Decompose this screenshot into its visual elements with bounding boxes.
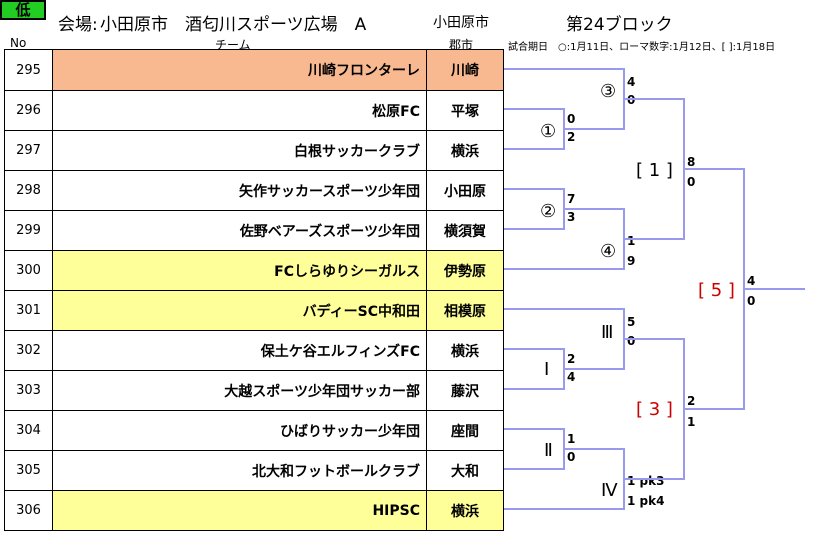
- team-name: ひばりサッカー少年団: [53, 411, 427, 450]
- team-district: 横浜: [427, 331, 503, 370]
- team-name: 川崎フロンターレ: [53, 50, 427, 90]
- team-district: 相模原: [427, 291, 503, 330]
- bracket-line-mII: [504, 428, 565, 470]
- team-number: 296: [5, 91, 53, 130]
- venue-name: 小田原市 酒匂川スポーツ広場 A: [100, 15, 367, 35]
- score-bottom-mIII: 0: [627, 334, 635, 348]
- score-top-s1: 8: [687, 155, 695, 169]
- column-header-team: チーム: [215, 38, 251, 52]
- bracket-line-mI: [504, 348, 565, 390]
- match-label-s5: [ 5 ]: [698, 280, 735, 301]
- block-title: 第24ブロック: [566, 15, 673, 35]
- venue-label: 会場:: [58, 15, 98, 35]
- team-district: 平塚: [427, 91, 503, 130]
- team-name: 白根サッカークラブ: [53, 131, 427, 170]
- column-header-no: No: [10, 36, 27, 50]
- score-top-m2: 7: [567, 192, 575, 206]
- team-number: 301: [5, 291, 53, 330]
- score-bottom-m2: 3: [567, 210, 575, 224]
- team-name: 松原FC: [53, 91, 427, 130]
- team-number: 300: [5, 251, 53, 290]
- score-bottom-mIV: 1 pk4: [627, 494, 664, 508]
- score-bottom-m4: 9: [627, 254, 635, 268]
- team-number: 306: [5, 491, 53, 530]
- score-top-m4: 1: [627, 234, 635, 248]
- team-district: 大和: [427, 451, 503, 490]
- team-district: 川崎: [427, 50, 503, 90]
- team-district: 座間: [427, 411, 503, 450]
- match-label-m3: ③: [600, 81, 616, 102]
- team-number: 297: [5, 131, 53, 170]
- team-number: 295: [5, 50, 53, 90]
- team-name: HIPSC: [53, 491, 427, 530]
- team-name: 矢作サッカースポーツ少年団: [53, 171, 427, 210]
- team-number: 299: [5, 211, 53, 250]
- match-label-s1: [ 1 ]: [636, 160, 673, 181]
- match-label-mI: Ⅰ: [544, 359, 549, 380]
- team-district: 横浜: [427, 131, 503, 170]
- city-name: 小田原市: [433, 15, 489, 31]
- match-label-s3: [ 3 ]: [636, 399, 673, 420]
- score-bottom-mI: 4: [567, 370, 575, 384]
- schedule-note: 試合期日 ○:1月11日、ローマ数字:1月12日、[ ]:1月18日: [508, 42, 776, 53]
- match-label-m2: ②: [540, 201, 556, 222]
- score-top-s3: 2: [687, 394, 695, 408]
- score-bottom-s3: 1: [687, 415, 695, 429]
- score-top-mI: 2: [567, 352, 575, 366]
- match-label-mII: Ⅱ: [544, 440, 553, 461]
- team-name: 佐野ベアーズスポーツ少年団: [53, 211, 427, 250]
- match-label-m4: ④: [600, 241, 616, 262]
- score-top-s5: 4: [747, 274, 755, 288]
- match-label-mIII: Ⅲ: [601, 322, 613, 343]
- score-top-m1: 0: [567, 112, 575, 126]
- score-bottom-mII: 0: [567, 450, 575, 464]
- team-district: 藤沢: [427, 371, 503, 410]
- score-top-m3: 4: [627, 75, 635, 89]
- score-bottom-s5: 0: [747, 294, 755, 308]
- team-name: 北大和フットボールクラブ: [53, 451, 427, 490]
- team-district: 小田原: [427, 171, 503, 210]
- team-name: バディーSC中和田: [53, 291, 427, 330]
- team-name: FCしらゆりシーガルス: [53, 251, 427, 290]
- column-header-district: 郡市: [449, 38, 474, 52]
- level-badge: 低: [0, 0, 46, 20]
- team-district: 横須賀: [427, 211, 503, 250]
- match-label-mIV: Ⅳ: [601, 480, 618, 501]
- score-bottom-s1: 0: [687, 175, 695, 189]
- team-number: 303: [5, 371, 53, 410]
- team-number: 298: [5, 171, 53, 210]
- team-name: 保土ケ谷エルフィンズFC: [53, 331, 427, 370]
- score-bottom-m1: 2: [567, 130, 575, 144]
- team-number: 302: [5, 331, 53, 370]
- team-number: 305: [5, 451, 53, 490]
- team-district: 伊勢原: [427, 251, 503, 290]
- score-top-mII: 1: [567, 432, 575, 446]
- score-top-mIII: 5: [627, 315, 635, 329]
- team-name: 大越スポーツ少年団サッカー部: [53, 371, 427, 410]
- match-label-m1: ①: [540, 121, 556, 142]
- team-number: 304: [5, 411, 53, 450]
- score-top-mIV: 1 pk3: [627, 474, 664, 488]
- team-district: 横浜: [427, 491, 503, 530]
